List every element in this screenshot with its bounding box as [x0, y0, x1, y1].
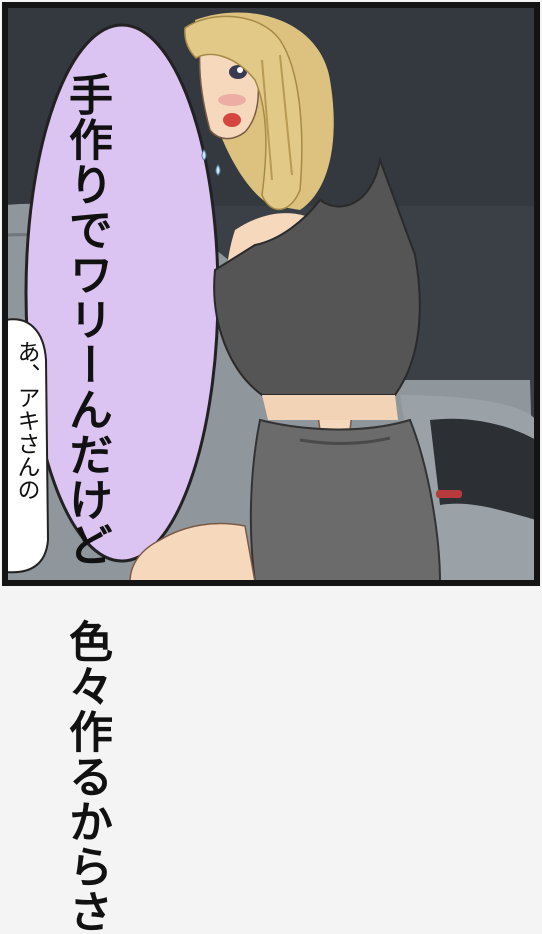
- speech-line-1: 手作りでワリーんだけど: [61, 72, 112, 567]
- character-pants: [249, 418, 442, 583]
- narration-bubble-shape: [5, 318, 50, 574]
- manga-panel: [2, 2, 540, 586]
- sweat-drops: [201, 149, 221, 176]
- narration-bubble-text: あ、アキさんの: [12, 340, 40, 550]
- character-blush: [218, 94, 246, 106]
- speech-line-2: 色々作るからさ: [61, 619, 112, 934]
- character-hand: [129, 522, 256, 583]
- character-hair-front: [184, 15, 303, 211]
- speech-bubble-shape: [24, 23, 220, 563]
- narration-line-1: あ、アキさんの: [13, 340, 39, 501]
- panel-frame: [2, 2, 540, 586]
- character-tank-top: [213, 156, 421, 396]
- speech-bubble-text: 手作りでワリーんだけど 色々作るからさ: [59, 72, 113, 934]
- character-mouth: [223, 113, 241, 127]
